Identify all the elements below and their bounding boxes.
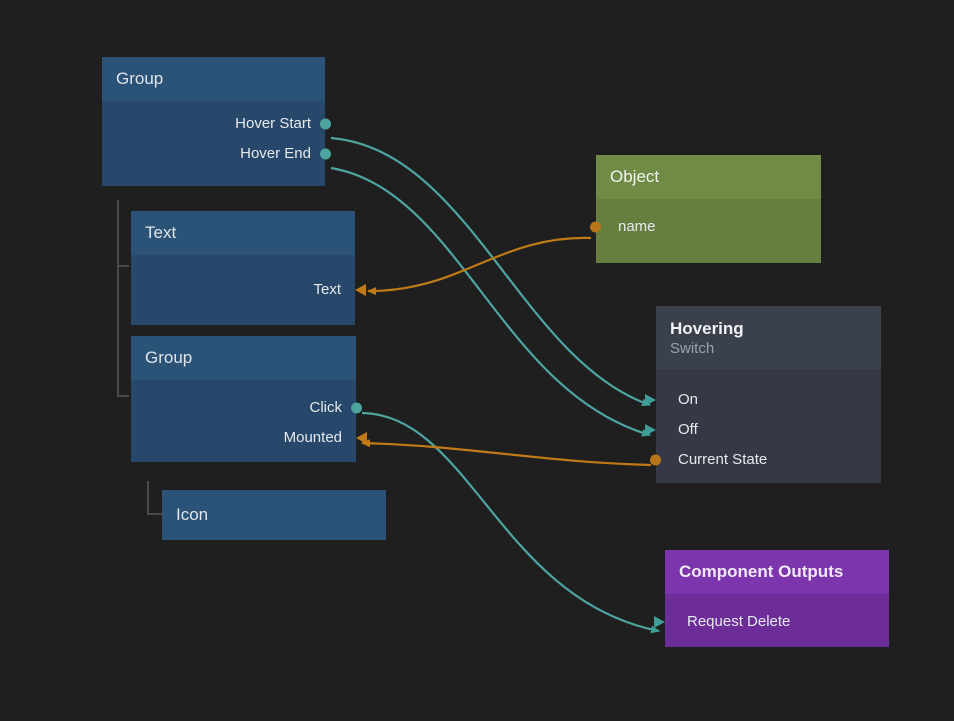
edge-current-state-to-mounted <box>361 439 652 467</box>
port-label-off: Off <box>678 421 698 439</box>
node-icon-title: Icon <box>176 505 209 525</box>
node-group-root[interactable]: Group Hover Start Hover End <box>102 57 331 186</box>
tree-line-stub-text <box>117 265 129 267</box>
port-label-click: Click <box>309 399 343 417</box>
port-row-hover-end[interactable]: Hover End <box>102 139 331 169</box>
node-object[interactable]: Object name <box>590 155 821 263</box>
port-label-on: On <box>678 391 699 409</box>
port-row-current-state[interactable]: Current State <box>650 445 881 475</box>
node-text-body: Text <box>131 254 366 325</box>
node-text-header: Text <box>131 211 355 255</box>
node-group-root-title: Group <box>116 69 164 88</box>
node-object-body: name <box>590 198 821 263</box>
port-row-off[interactable]: Off <box>645 415 881 445</box>
node-component-outputs-header: Component Outputs <box>665 550 889 594</box>
port-arrow-request-delete[interactable] <box>654 615 665 628</box>
port-arrow-mounted[interactable] <box>356 431 367 444</box>
port-dot-name[interactable] <box>590 221 601 233</box>
port-label-name: name <box>618 218 656 236</box>
port-row-click[interactable]: Click <box>131 393 362 423</box>
node-group-child[interactable]: Group Click Mounted <box>131 336 367 462</box>
node-component-outputs-title: Component Outputs <box>679 562 844 581</box>
node-group-child-title: Group <box>145 348 193 367</box>
port-row-hover-start[interactable]: Hover Start <box>102 109 331 139</box>
node-text-title: Text <box>145 223 177 242</box>
port-row-on[interactable]: On <box>645 385 881 415</box>
node-hovering-subtitle: Switch <box>670 339 715 357</box>
node-component-outputs[interactable]: Component Outputs Request Delete <box>654 550 889 647</box>
port-arrow-text-input[interactable] <box>355 283 366 296</box>
port-label-hover-end: Hover End <box>240 145 311 163</box>
node-hovering-body: On Off Current State <box>645 368 881 483</box>
port-row-mounted[interactable]: Mounted <box>131 423 367 453</box>
port-arrow-on[interactable] <box>645 393 656 406</box>
port-arrow-off[interactable] <box>645 423 656 436</box>
port-row-request-delete[interactable]: Request Delete <box>654 607 889 637</box>
node-group-child-header: Group <box>131 336 356 380</box>
port-dot-current-state[interactable] <box>650 454 661 466</box>
node-hovering-header: Hovering Switch <box>656 306 881 369</box>
node-icon[interactable]: Icon <box>162 490 386 540</box>
node-object-title: Object <box>610 167 660 186</box>
node-group-child-body: Click Mounted <box>131 379 367 462</box>
node-text[interactable]: Text Text <box>131 211 366 325</box>
node-group-root-body: Hover Start Hover End <box>102 100 331 186</box>
node-group-root-header: Group <box>102 57 325 101</box>
port-label-request-delete: Request Delete <box>687 613 791 631</box>
port-label-text-input: Text <box>313 281 341 299</box>
node-object-header: Object <box>596 155 821 199</box>
port-label-current-state: Current State <box>678 451 768 469</box>
node-icon-header: Icon <box>162 490 386 540</box>
port-dot-hover-start[interactable] <box>320 118 331 130</box>
node-hovering-switch[interactable]: Hovering Switch On Off Current State <box>645 306 881 483</box>
port-label-hover-start: Hover Start <box>235 115 311 133</box>
tree-line-vertical-icon <box>147 481 149 515</box>
tree-line-stub-group <box>117 395 129 397</box>
port-label-mounted: Mounted <box>283 429 342 447</box>
port-dot-hover-end[interactable] <box>320 148 331 160</box>
port-row-text-input[interactable]: Text <box>131 275 366 305</box>
edge-click-to-request-delete <box>361 411 660 634</box>
port-row-name[interactable]: name <box>590 212 821 242</box>
tree-line-stub-icon <box>147 513 162 515</box>
tree-line-vertical-main <box>117 200 119 397</box>
node-component-outputs-body: Request Delete <box>654 593 889 647</box>
edge-name-to-text <box>367 236 592 296</box>
node-hovering-title: Hovering <box>670 319 744 338</box>
port-dot-click[interactable] <box>351 402 362 414</box>
